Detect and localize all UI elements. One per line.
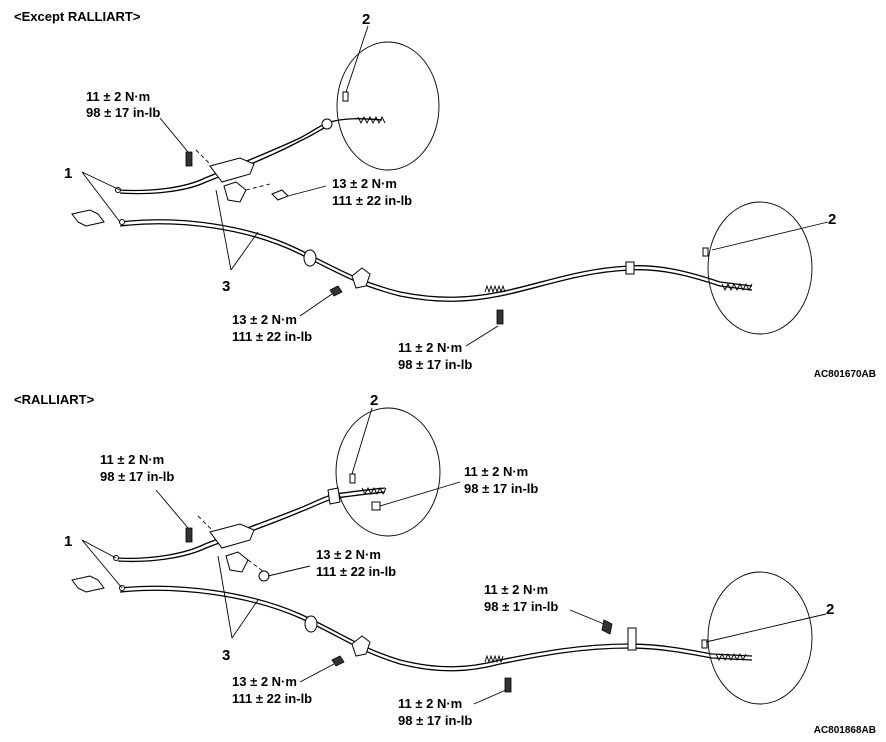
section-header: <Except RALLIART> (14, 9, 141, 24)
torque-inlb: 98 ± 17 in-lb (86, 105, 160, 120)
cable-boot (484, 654, 504, 664)
leader-3 (215, 189, 259, 271)
cable-bracket (209, 523, 255, 549)
leader-1 (81, 539, 123, 589)
cable-bracket (223, 181, 247, 203)
torque-nm: 13 ± 2 N·m (332, 176, 397, 191)
cable-clamp (351, 267, 371, 289)
leader-torque (569, 609, 605, 625)
leader-torque (379, 481, 461, 507)
figure-code: AC801868AB (814, 725, 876, 736)
leader-1 (81, 171, 121, 223)
nut-icon (258, 570, 270, 582)
lever-connector (71, 209, 105, 227)
upper-cable (115, 487, 386, 560)
torque-nm: 11 ± 2 N·m (398, 696, 462, 711)
callout-3: 3 (222, 647, 230, 664)
cable-clamp (351, 635, 371, 657)
cable-bracket (209, 157, 255, 183)
leader-torque (473, 689, 507, 705)
leader-torque (299, 663, 335, 683)
torque-nm: 11 ± 2 N·m (100, 452, 164, 467)
torque-inlb: 98 ± 17 in-lb (464, 481, 538, 496)
cable-joint (625, 261, 635, 275)
torque-inlb: 98 ± 17 in-lb (100, 469, 174, 484)
leader-2 (711, 221, 829, 251)
nut-icon (271, 189, 289, 201)
nut-icon (329, 285, 343, 297)
torque-inlb: 111 ± 22 in-lb (232, 329, 312, 344)
torque-nm: 13 ± 2 N·m (232, 312, 297, 327)
torque-nm: 11 ± 2 N·m (398, 340, 462, 355)
cable-bracket (627, 627, 637, 651)
bolt-icon (504, 677, 512, 693)
torque-nm: 11 ± 2 N·m (86, 89, 150, 104)
cable-end-spring (361, 486, 387, 496)
cable-grommet (321, 118, 333, 130)
torque-nm: 11 ± 2 N·m (464, 464, 528, 479)
torque-inlb: 111 ± 22 in-lb (232, 691, 312, 706)
leader-2 (705, 613, 827, 643)
callout-2: 2 (828, 211, 836, 228)
clip-icon (349, 473, 356, 484)
torque-inlb: 98 ± 17 in-lb (484, 599, 558, 614)
bolt-icon (185, 151, 193, 167)
cable-boot (484, 284, 506, 294)
cable-end-spring (357, 115, 386, 125)
bolt-icon (371, 501, 381, 511)
detail-circle-right (707, 571, 813, 705)
torque-inlb: 111 ± 22 in-lb (332, 193, 412, 208)
section-ralliart: <RALLIART> (14, 392, 876, 736)
cable-end-spring (721, 282, 753, 292)
detail-circle-upper (335, 407, 441, 537)
cable-end-spring (715, 652, 747, 662)
leader-2 (351, 407, 373, 475)
callout-2: 2 (362, 11, 370, 28)
leader-torque (465, 325, 499, 347)
clip-icon (701, 639, 708, 649)
callout-2: 2 (370, 392, 378, 409)
torque-inlb: 111 ± 22 in-lb (316, 564, 396, 579)
detail-circle-upper (336, 41, 440, 171)
lower-cable (119, 219, 753, 298)
torque-nm: 13 ± 2 N·m (316, 547, 381, 562)
cable-bracket (225, 551, 249, 573)
torque-inlb: 98 ± 17 in-lb (398, 713, 472, 728)
leader-3 (217, 555, 259, 639)
detail-circle-right (707, 201, 813, 335)
cable-bracket (327, 487, 341, 505)
section-except-ralliart: <Except RALLIART> (14, 9, 876, 380)
cable-grommet (303, 249, 317, 267)
leader-torque (159, 117, 189, 153)
torque-nm: 13 ± 2 N·m (232, 674, 297, 689)
callout-1: 1 (64, 533, 72, 550)
callout-1: 1 (64, 165, 72, 182)
leader-2 (345, 25, 369, 93)
figure-code: AC801670AB (814, 369, 876, 380)
nut-icon (331, 655, 345, 667)
callout-3: 3 (222, 278, 230, 295)
clip-icon (702, 247, 709, 257)
leader-torque (299, 293, 333, 317)
leader-torque (287, 185, 327, 197)
bolt-icon (601, 619, 613, 635)
leader-torque (155, 489, 189, 529)
lower-cable (119, 585, 753, 668)
bolt-icon (496, 309, 504, 325)
callout-2: 2 (826, 601, 834, 618)
lever-connector (71, 575, 105, 593)
bolt-icon (185, 527, 193, 543)
leader-torque (267, 565, 311, 577)
cable-grommet (304, 615, 318, 633)
section-header: <RALLIART> (14, 392, 95, 407)
clip-icon (342, 91, 349, 102)
torque-inlb: 98 ± 17 in-lb (398, 357, 472, 372)
torque-nm: 11 ± 2 N·m (484, 582, 548, 597)
